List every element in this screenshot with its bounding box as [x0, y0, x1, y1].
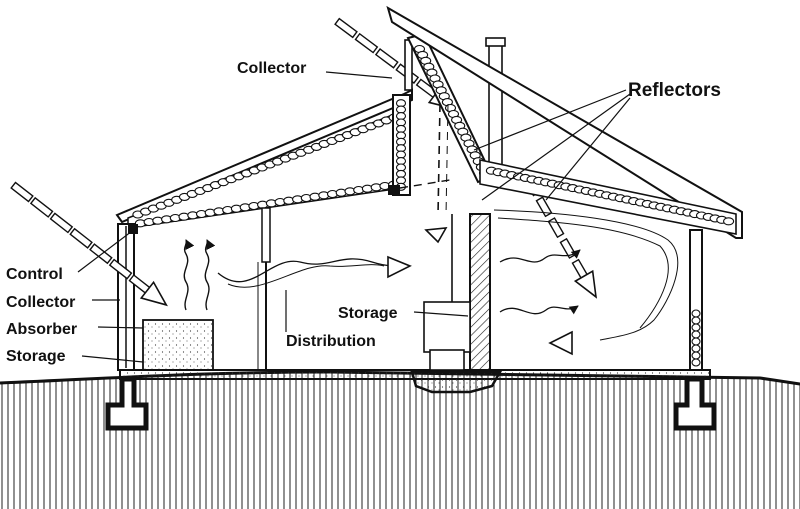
- sun-ray-dash: [354, 32, 379, 54]
- rising-heat-arrows: [183, 239, 216, 311]
- rock-texture: [691, 358, 701, 367]
- sun-ray-arrowhead: [139, 280, 168, 307]
- rock-texture: [691, 323, 701, 332]
- label-control: Control: [6, 266, 63, 283]
- sun-ray-dash: [69, 227, 93, 249]
- rock-texture: [691, 316, 701, 325]
- rock-texture: [691, 344, 701, 353]
- sun-ray-dash: [49, 212, 74, 234]
- sun-ray-dash: [29, 196, 54, 218]
- rock-texture: [691, 309, 701, 318]
- sun-ray-dash: [535, 196, 553, 218]
- absorber-storage-block: [142, 319, 214, 371]
- distribution-airflow: [217, 255, 412, 288]
- foundation: [105, 369, 717, 431]
- label-storage-center: Storage: [338, 305, 398, 322]
- sun-ray-dash: [374, 48, 399, 69]
- label-collector-top: Collector: [237, 60, 306, 77]
- right-room-airflow: [493, 209, 679, 356]
- sun-ray-dash: [108, 258, 133, 280]
- rock-texture: [691, 351, 701, 360]
- label-distribution: Distribution: [286, 333, 376, 350]
- label-absorber: Absorber: [6, 321, 77, 338]
- left-roof: [115, 88, 413, 229]
- label-collector-left: Collector: [6, 294, 75, 311]
- rock-texture: [691, 337, 701, 346]
- leader-lines: [77, 71, 631, 363]
- rock-texture: [691, 330, 701, 339]
- sun-ray-dash: [334, 17, 358, 39]
- right-roof: [386, 5, 743, 239]
- sun-ray-arrowhead: [573, 269, 598, 299]
- sun-ray-dash: [10, 181, 34, 203]
- right-wall: [689, 229, 703, 371]
- storage-mass-wall: [423, 213, 491, 371]
- sun-ray-dash: [547, 217, 565, 239]
- interior-column: [257, 207, 271, 370]
- rock-texture: [723, 217, 735, 226]
- label-reflectors: Reflectors: [628, 80, 721, 101]
- label-storage-left: Storage: [6, 348, 66, 365]
- left-wall: [117, 223, 138, 371]
